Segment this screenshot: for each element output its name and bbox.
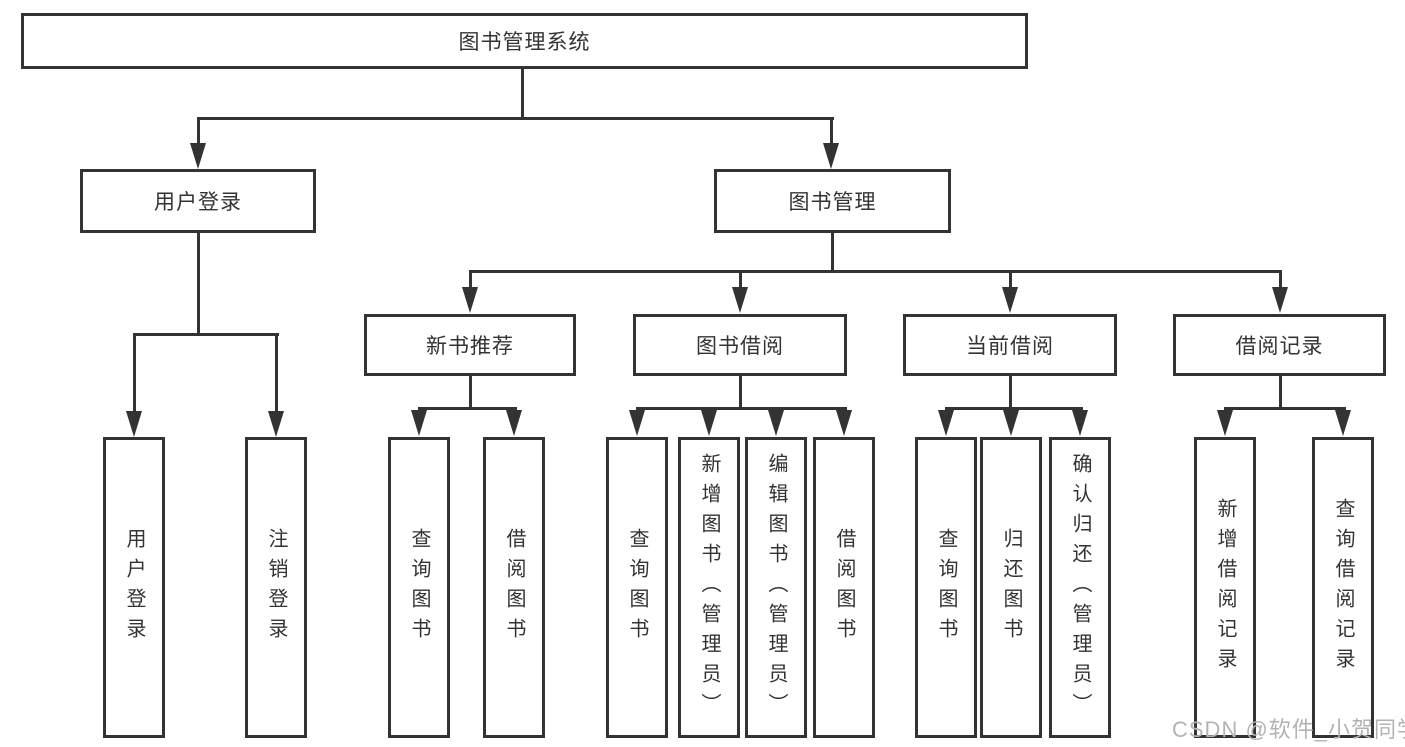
- node-borrow-records: 借阅记录: [1173, 314, 1386, 376]
- connector-vline: [197, 233, 200, 336]
- connector-arrowhead: [1335, 410, 1351, 436]
- node-book-management: 图书管理: [714, 169, 951, 233]
- connector-arrowhead: [938, 410, 954, 436]
- connector-hline: [469, 270, 1282, 273]
- node-user-login: 用户登录: [80, 169, 316, 233]
- leaf-bb-edit-books-admin-label: 编辑图书（管理员）: [765, 452, 787, 723]
- leaf-bb-borrow-books-label: 借阅图书: [833, 527, 855, 648]
- leaf-nb-borrow-books-label: 借阅图书: [503, 527, 525, 648]
- leaf-logout-label: 注销登录: [265, 527, 287, 648]
- connector-arrowhead: [836, 410, 852, 436]
- connector-arrowhead: [629, 410, 645, 436]
- connector-arrowhead: [768, 410, 784, 436]
- connector-vline: [1009, 270, 1012, 290]
- connector-hline: [1224, 407, 1346, 410]
- connector-vline: [739, 270, 742, 290]
- leaf-bb-edit-books-admin: 编辑图书（管理员）: [745, 437, 807, 738]
- connector-arrowhead: [126, 411, 142, 437]
- connector-arrowhead: [462, 287, 478, 313]
- connector-vline: [830, 117, 833, 147]
- connector-vline: [521, 69, 524, 118]
- connector-vline: [469, 376, 472, 409]
- leaf-cb-query-books: 查询图书: [915, 437, 977, 738]
- connector-vline: [197, 117, 200, 147]
- node-borrow-records-label: 借阅记录: [1235, 335, 1324, 358]
- connector-arrowhead: [268, 411, 284, 437]
- connector-arrowhead: [1217, 410, 1233, 436]
- leaf-user-login-label: 用户登录: [123, 527, 145, 648]
- leaf-bb-query-books: 查询图书: [606, 437, 668, 738]
- leaf-cb-query-books-label: 查询图书: [935, 527, 957, 648]
- leaf-bb-query-books-label: 查询图书: [626, 527, 648, 648]
- csdn-watermark: CSDN @软件_小贺同学: [1172, 717, 1405, 742]
- connector-arrowhead: [1072, 410, 1088, 436]
- leaf-cb-return-books: 归还图书: [980, 437, 1042, 738]
- connector-arrowhead: [190, 143, 206, 169]
- connector-arrowhead: [823, 143, 839, 169]
- leaf-user-login: 用户登录: [103, 437, 165, 738]
- leaf-br-add-record-label: 新增借阅记录: [1214, 497, 1236, 678]
- node-book-management-label: 图书管理: [788, 191, 877, 214]
- leaf-cb-confirm-return-admin-label: 确认归还（管理员）: [1069, 452, 1091, 723]
- node-library-system-label: 图书管理系统: [458, 31, 591, 54]
- connector-vline: [739, 376, 742, 409]
- leaf-nb-borrow-books: 借阅图书: [483, 437, 545, 738]
- connector-hline: [945, 407, 1083, 410]
- connector-arrowhead: [701, 410, 717, 436]
- connector-vline: [831, 233, 834, 273]
- leaf-bb-add-books-admin-label: 新增图书（管理员）: [698, 452, 720, 723]
- connector-vline: [1279, 376, 1282, 409]
- node-new-book-recommend-label: 新书推荐: [426, 335, 514, 358]
- leaf-cb-return-books-label: 归还图书: [1000, 527, 1022, 648]
- connector-vline: [1279, 270, 1282, 290]
- connector-hline: [197, 117, 834, 120]
- connector-vline: [133, 333, 136, 413]
- connector-vline: [275, 333, 278, 413]
- leaf-cb-confirm-return-admin: 确认归还（管理员）: [1049, 437, 1111, 738]
- node-user-login-label: 用户登录: [154, 191, 242, 214]
- connector-arrowhead: [1002, 287, 1018, 313]
- node-book-borrow: 图书借阅: [633, 314, 847, 376]
- node-library-system: 图书管理系统: [21, 13, 1028, 69]
- connector-arrowhead: [506, 410, 522, 436]
- leaf-nb-query-books-label: 查询图书: [408, 527, 430, 648]
- connector-arrowhead: [1003, 410, 1019, 436]
- connector-vline: [469, 270, 472, 290]
- connector-vline: [1009, 376, 1012, 409]
- connector-hline: [133, 333, 279, 336]
- leaf-br-query-record-label: 查询借阅记录: [1332, 497, 1354, 678]
- connector-arrowhead: [1272, 287, 1288, 313]
- connector-arrowhead: [411, 410, 427, 436]
- leaf-bb-borrow-books: 借阅图书: [813, 437, 875, 738]
- leaf-bb-add-books-admin: 新增图书（管理员）: [678, 437, 740, 738]
- connector-hline: [418, 407, 517, 410]
- connector-arrowhead: [732, 287, 748, 313]
- leaf-logout: 注销登录: [245, 437, 307, 738]
- node-current-borrow: 当前借阅: [903, 314, 1117, 376]
- leaf-br-add-record: 新增借阅记录: [1194, 437, 1256, 738]
- connector-hline: [636, 407, 847, 410]
- leaf-br-query-record: 查询借阅记录: [1312, 437, 1374, 738]
- node-book-borrow-label: 图书借阅: [696, 335, 784, 358]
- node-current-borrow-label: 当前借阅: [966, 335, 1054, 358]
- leaf-nb-query-books: 查询图书: [388, 437, 450, 738]
- node-new-book-recommend: 新书推荐: [364, 314, 576, 376]
